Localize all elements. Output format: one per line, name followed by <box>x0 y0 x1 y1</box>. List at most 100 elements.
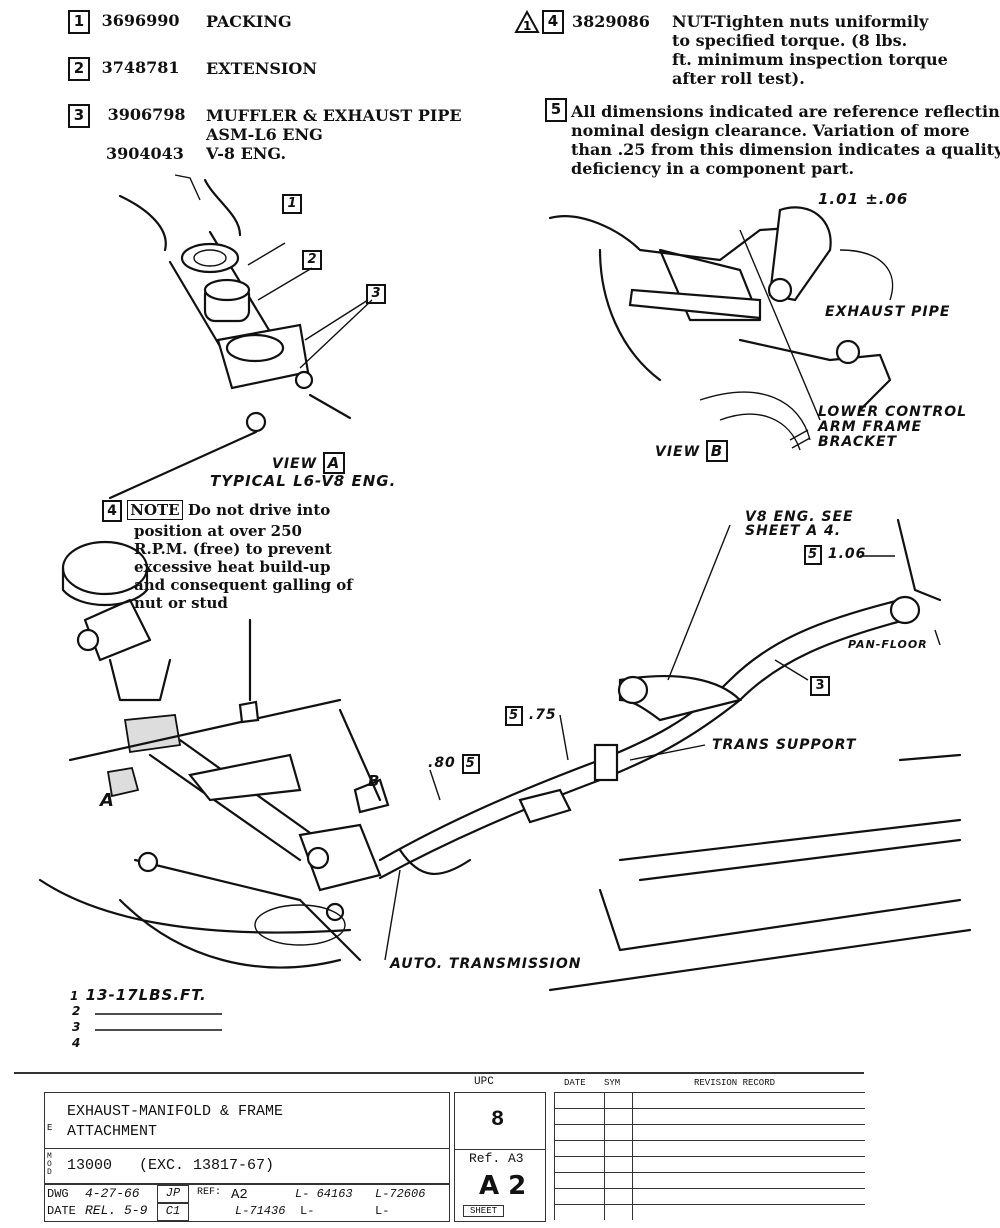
dimension-label: 1.01 ±.06 <box>818 190 909 208</box>
view-b-point-label: B <box>368 772 381 790</box>
v8-see-label: V8 ENG. SEE SHEET A 4. <box>745 510 854 538</box>
note-number-box: 4 <box>542 10 564 34</box>
exhaust-assembly-drawing <box>38 174 972 1031</box>
note-line: R.P.M. (free) to prevent <box>134 540 332 558</box>
torque-number: 2 <box>72 1004 82 1018</box>
torque-row-1: 1 13-17LBS.FT. <box>70 986 207 1004</box>
part-description-2: ASM-L6 ENG <box>206 125 323 144</box>
note-line: after roll test). <box>672 69 805 88</box>
dwg-by: JP <box>157 1185 189 1203</box>
part-row-2: 2 3748781 EXTENSION <box>68 57 317 81</box>
title-box: EXHAUST-MANIFOLD & FRAME ATTACHMENT E <box>44 1092 450 1149</box>
note-number-box: 5 <box>545 98 567 122</box>
part-code-2: 3904043 <box>106 144 184 163</box>
torque-number: 3 <box>72 1020 82 1034</box>
l-number: L- 64163 <box>295 1187 353 1201</box>
l-number: L- <box>300 1204 315 1218</box>
pan-floor-label: PAN-FLOOR <box>848 638 928 651</box>
dimension-106: 5 1.06 <box>804 545 866 565</box>
dimension-value: 1.06 <box>827 546 867 562</box>
part-code: 3696990 <box>101 11 180 30</box>
view-label: VIEW <box>272 456 318 472</box>
date-value: REL. 5-9 <box>85 1203 148 1218</box>
view-a-caption: TYPICAL L6-V8 ENG. <box>210 472 397 490</box>
l-number: L- <box>375 1204 390 1218</box>
model-line: 13000 (EXC. 13817-67) <box>67 1157 275 1174</box>
title-line: ATTACHMENT <box>67 1123 158 1140</box>
date-label: DATE <box>47 1204 76 1218</box>
torque-number: 1 <box>70 989 80 1003</box>
note-line: NUT-Tighten nuts uniformily <box>672 12 929 31</box>
label-line: SHEET A 4. <box>745 523 842 539</box>
side-label: MOD <box>47 1152 52 1177</box>
view-b-drawing <box>548 206 894 451</box>
label-line: LOWER CONTROL <box>818 404 968 420</box>
callout-box: 3 <box>810 676 830 696</box>
note-tag: NOTE <box>127 500 183 520</box>
title-block: UPC DATE SYM REVISION RECORD EXHAUST-MAN… <box>14 1072 865 1224</box>
part-number-box: 2 <box>68 57 90 81</box>
date-by: C1 <box>157 1203 189 1221</box>
note-number-box: 4 <box>102 500 122 522</box>
part-description-3: V-8 ENG. <box>206 144 287 163</box>
part-description: PACKING <box>206 12 292 31</box>
note-line: ft. minimum inspection torque <box>672 50 948 69</box>
note-line: deficiency in a component part. <box>571 159 855 178</box>
sheet-label: SHEET <box>463 1205 505 1217</box>
dimension-80: .80 5 <box>428 754 480 774</box>
label-line: BRACKET <box>818 434 898 450</box>
view-letter: A <box>322 452 345 474</box>
note-line: to specified torque. (8 lbs. <box>672 31 908 50</box>
dimension-75: 5 .75 <box>505 706 557 726</box>
callout-box: 5 <box>461 754 480 774</box>
torque-value: 13-17LBS.FT. <box>85 986 207 1004</box>
view-b-tag: VIEW B <box>655 440 728 462</box>
l-number: L-72606 <box>375 1187 426 1201</box>
torque-number: 4 <box>72 1036 82 1050</box>
dwg-label: DWG <box>47 1187 69 1201</box>
warning-triangle-icon: 1 <box>514 10 540 33</box>
sheet-number: A 2 <box>479 1171 527 1201</box>
title-line: EXHAUST-MANIFOLD & FRAME <box>67 1103 284 1120</box>
note-line: Do not drive into <box>187 501 331 519</box>
view-label: VIEW <box>655 444 701 460</box>
torque-table-drawing <box>95 1013 222 1031</box>
sym-header: SYM <box>604 1078 621 1088</box>
dwg-box: DWG 4-27-66 JP DATE REL. 5-9 C1 REF: A2 … <box>44 1184 450 1222</box>
part-row-3: 3 3906798 MUFFLER & EXHAUST PIPE ASM-L6 … <box>68 104 468 163</box>
note-line: nut or stud <box>134 594 228 612</box>
dimension-value: .75 <box>528 707 557 723</box>
note-part-code: 3829086 <box>572 12 650 31</box>
lower-control-arm-label: LOWER CONTROL ARM FRAME BRACKET <box>818 405 967 450</box>
label-line: ARM FRAME <box>818 419 923 435</box>
note-line: and consequent galling of <box>134 576 353 594</box>
upc-header: UPC <box>474 1076 494 1088</box>
callout-box: 5 <box>505 706 523 726</box>
note-line: excessive heat build-up <box>134 558 331 576</box>
l-number: L-71436 <box>235 1204 286 1218</box>
ref-label: REF: <box>197 1187 222 1198</box>
part-row-1: 1 3696990 PACKING <box>68 10 292 34</box>
part-number-box: 3 <box>68 104 90 128</box>
note-line: All dimensions indicated are reference r… <box>571 102 1000 121</box>
side-label: E <box>47 1123 53 1133</box>
callout-box: 2 <box>302 250 322 270</box>
callout-box: 1 <box>282 194 302 214</box>
view-a-tag: VIEW A <box>272 452 345 474</box>
part-code: 3748781 <box>101 58 180 77</box>
trans-support-label: TRANS SUPPORT <box>712 737 857 753</box>
part-description: EXTENSION <box>206 59 317 78</box>
callout-box: 3 <box>366 284 386 304</box>
callout-box: 5 <box>804 545 822 565</box>
revision-grid <box>554 1092 865 1220</box>
dwg-date: 4-27-66 <box>85 1186 140 1201</box>
note-line: nominal design clearance. Variation of m… <box>571 121 970 140</box>
ref-sheet-label: Ref. A3 <box>469 1151 524 1166</box>
note-line: than .25 from this dimension indicates a… <box>571 140 1000 159</box>
upc-value: 8 <box>491 1107 505 1132</box>
label-line: V8 ENG. SEE <box>745 509 854 525</box>
main-assembly-drawing <box>38 518 972 992</box>
drive-note: 4 NOTE Do not drive into position at ove… <box>102 500 362 612</box>
part-code: 3906798 <box>107 105 186 124</box>
view-a-point-label: A <box>100 790 115 811</box>
